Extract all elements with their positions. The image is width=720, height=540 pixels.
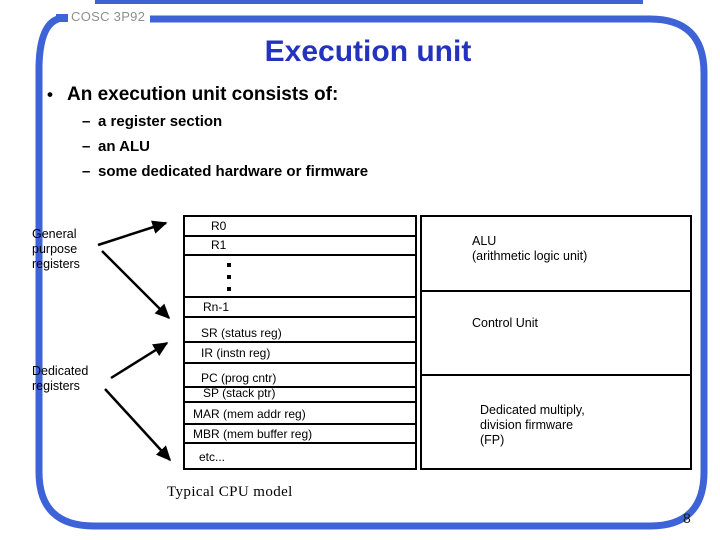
arrow-dedicated-to-sr — [110, 341, 169, 380]
sub-bullet-item: –an ALU — [82, 138, 368, 163]
fp-section-line: Dedicated multiply, — [480, 403, 585, 417]
arrow-general-to-rn1 — [101, 250, 171, 320]
sub-bullet-marker: – — [82, 163, 91, 180]
register-row-pc: PC (prog cntr) — [185, 364, 415, 388]
course-code-label: COSC 3P92 — [71, 9, 146, 24]
alu-section-line: ALU — [472, 234, 497, 248]
sub-bullet-text: some dedicated hardware or firmware — [98, 163, 369, 180]
group-label-line: registers — [32, 257, 80, 271]
register-row-r1: R1 — [185, 237, 415, 256]
dedicated-firmware-section: Dedicated multiply,division firmware(FP) — [422, 376, 690, 468]
control-section-line: Control Unit — [472, 316, 538, 330]
sub-bullet-text: a register section — [98, 113, 223, 130]
main-bullet-text: An execution unit consists of: — [67, 84, 339, 105]
sub-bullet-marker: – — [82, 138, 91, 155]
group-label-line: Dedicated — [32, 364, 89, 378]
main-bullet: • An execution unit consists of: — [47, 84, 338, 106]
arrow-dedicated-to-etc — [104, 388, 172, 462]
register-row-sr: SR (status reg) — [185, 318, 415, 343]
group-label-line: purpose — [32, 242, 78, 256]
group-label-line: registers — [32, 379, 80, 393]
register-row-etc: etc... — [199, 450, 226, 464]
sub-bullet-text: an ALU — [98, 138, 150, 155]
register-row-r0: R0 — [185, 217, 415, 237]
sub-bullet-item: –a register section — [82, 113, 368, 138]
sub-bullet-list: –a register section–an ALU–some dedicate… — [82, 113, 368, 188]
alu-section-line: (arithmetic logic unit) — [472, 249, 588, 263]
ellipsis-dot-icon — [227, 287, 231, 291]
register-row-rn1: Rn-1 — [185, 298, 415, 318]
sub-bullet-item: –some dedicated hardware or firmware — [82, 163, 368, 188]
sub-bullet-marker: – — [82, 113, 91, 130]
page-number: 8 — [683, 510, 691, 526]
arrow-general-to-r0 — [97, 220, 168, 247]
group-label-line: General — [32, 227, 77, 241]
ellipsis-dot-icon — [227, 275, 231, 279]
register-row-dots — [185, 256, 415, 298]
page-title: Execution unit — [264, 35, 472, 68]
ellipsis-dot-icon — [227, 263, 231, 267]
fp-section-line: (FP) — [480, 433, 505, 447]
cpu-units-box: ALU(arithmetic logic unit) Control Unit … — [420, 215, 692, 470]
alu-section: ALU(arithmetic logic unit) — [422, 217, 690, 292]
border-bullet-square — [56, 14, 68, 22]
diagram-caption: Typical CPU model — [167, 484, 293, 500]
register-row-mar: MAR (mem addr reg) — [185, 403, 415, 425]
top-accent-line — [95, 0, 643, 4]
control-unit-section: Control Unit — [422, 292, 690, 376]
register-row-sp: SP (stack ptr) — [185, 387, 415, 403]
bullet-marker: • — [47, 85, 53, 104]
register-row-ir: IR (instn reg) — [185, 343, 415, 364]
register-row-mbr: MBR (mem buffer reg) — [185, 425, 415, 444]
fp-section-line: division firmware — [480, 418, 574, 432]
